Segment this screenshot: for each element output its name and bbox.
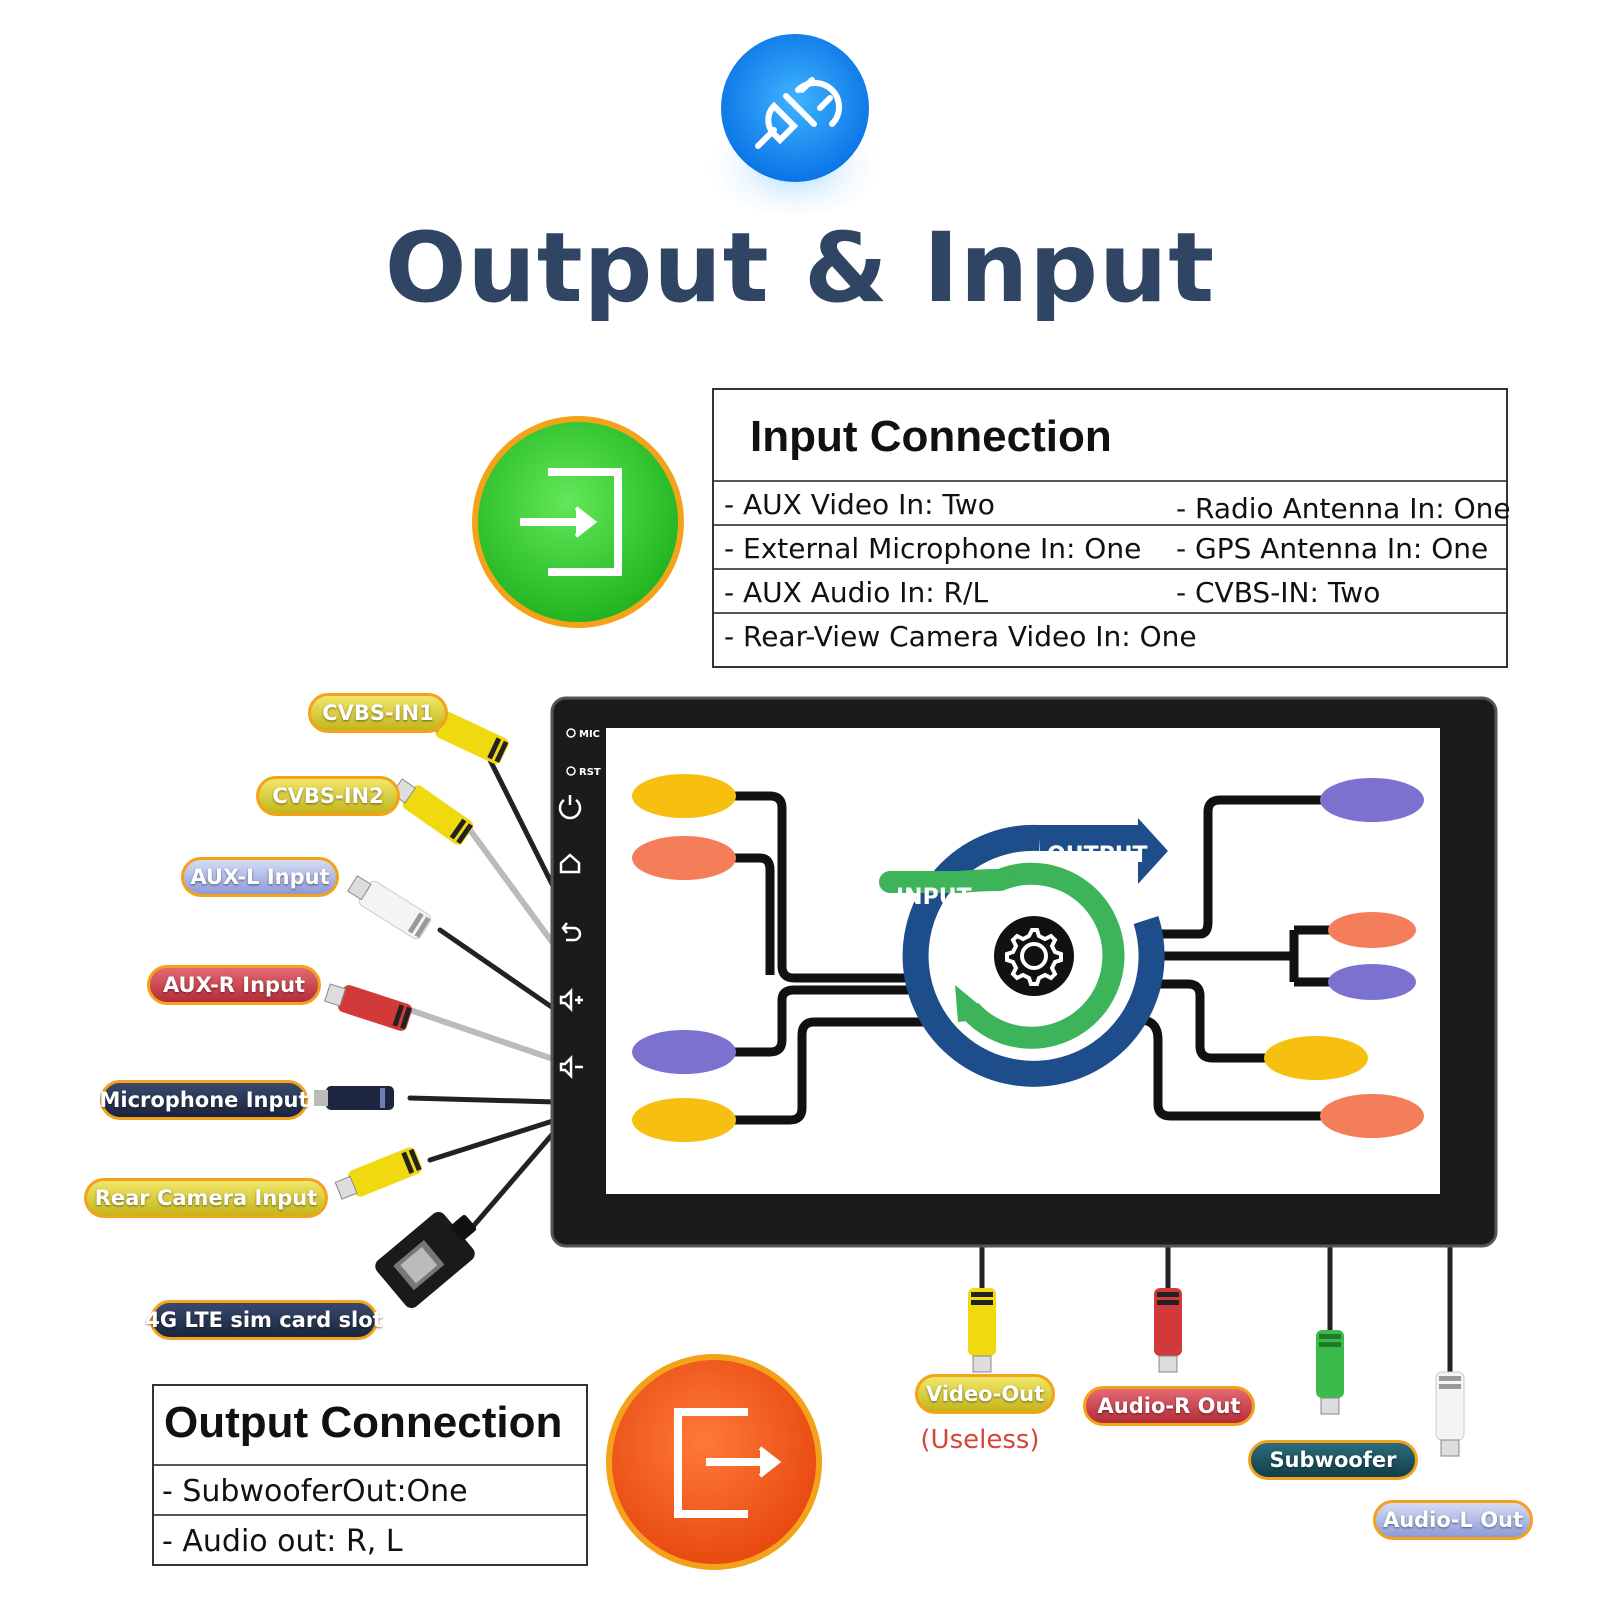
input-connection-heading: Input Connection xyxy=(750,412,1112,461)
table-row: - AUX Video In: Two - Radio Antenna In: … xyxy=(714,480,1511,526)
input-flow-label: INPUT xyxy=(896,885,972,910)
label-rear-camera-input: Rear Camera Input xyxy=(84,1178,328,1218)
label-video-out: Video-Out xyxy=(915,1374,1055,1414)
table-row: - SubwooferOut:One xyxy=(154,1464,586,1516)
volume-down-icon[interactable] xyxy=(559,1054,583,1080)
rca-connector-aux-r xyxy=(324,983,413,1031)
label-cvbs-in1: CVBS-IN1 xyxy=(308,693,448,733)
rst-label: RST xyxy=(579,767,601,778)
table-cell: - CVBS-IN: Two xyxy=(1176,576,1381,609)
rca-connector-video-out xyxy=(968,1288,996,1373)
rca-connector-cvbs-in2 xyxy=(391,778,474,845)
volume-up-icon[interactable] xyxy=(559,987,583,1013)
label-audio-l-out: Audio-L Out xyxy=(1373,1500,1533,1540)
table-cell: - AUX Audio In: R/L xyxy=(724,576,989,609)
back-icon[interactable] xyxy=(561,922,582,942)
label-aux-l-input: AUX-L Input xyxy=(181,857,339,897)
table-cell: - AUX Video In: Two xyxy=(724,488,995,521)
label-subwoofer: Subwoofer xyxy=(1248,1440,1418,1480)
table-row: - External Microphone In: One - GPS Ante… xyxy=(714,524,1506,570)
table-cell: - Rear-View Camera Video In: One xyxy=(724,620,1197,653)
label-cvbs-in2: CVBS-IN2 xyxy=(256,776,400,816)
input-badge xyxy=(472,416,684,628)
screen-ovals xyxy=(632,774,1424,1142)
mic-label: MIC xyxy=(579,729,600,740)
output-flow-label: OUTPUT xyxy=(1047,843,1148,868)
rca-connector-audio-l-out xyxy=(1435,1371,1465,1457)
label-aux-r-input: AUX-R Input xyxy=(147,965,321,1005)
input-connection-table: Input Connection - AUX Video In: Two - R… xyxy=(712,388,1511,668)
rca-connector-audio-r-out xyxy=(1154,1288,1182,1373)
video-out-note: (Useless) xyxy=(920,1425,1040,1455)
output-connection-heading: Output Connection xyxy=(164,1398,563,1447)
table-row: - AUX Audio In: R/L - CVBS-IN: Two xyxy=(714,568,1506,614)
label-4g-lte-sim-card-slot: 4G LTE sim card slot xyxy=(145,1300,383,1340)
table-cell: - GPS Antenna In: One xyxy=(1176,532,1489,565)
table-cell: - Audio out: R, L xyxy=(162,1524,403,1559)
sim-card-slot xyxy=(375,1212,477,1308)
output-badge xyxy=(606,1354,822,1570)
page-title: Output & Input xyxy=(384,212,1216,324)
gear-icon xyxy=(994,916,1074,996)
enter-icon xyxy=(520,468,622,576)
table-cell: - SubwooferOut:One xyxy=(162,1474,468,1509)
table-row: - Rear-View Camera Video In: One xyxy=(714,612,1506,658)
table-row: - Audio out: R, L xyxy=(154,1514,586,1566)
rca-connector-subwoofer xyxy=(1316,1330,1344,1415)
rca-connector-aux-l xyxy=(347,875,432,940)
label-microphone-input: Microphone Input xyxy=(99,1080,309,1120)
home-icon[interactable] xyxy=(559,853,581,874)
output-cables xyxy=(979,1244,1453,1372)
table-cell: - Radio Antenna In: One xyxy=(1176,492,1511,525)
exit-icon xyxy=(674,1408,782,1518)
rca-connector-rear-camera xyxy=(334,1147,422,1200)
microphone-connector xyxy=(314,1086,394,1110)
power-icon[interactable] xyxy=(558,795,582,820)
label-audio-r-out: Audio-R Out xyxy=(1083,1386,1255,1426)
output-connection-table: Output Connection - SubwooferOut:One - A… xyxy=(152,1384,588,1566)
table-cell: - External Microphone In: One xyxy=(724,532,1142,565)
input-cables xyxy=(407,757,563,1233)
plug-icon xyxy=(755,77,843,149)
plug-badge xyxy=(700,34,890,215)
